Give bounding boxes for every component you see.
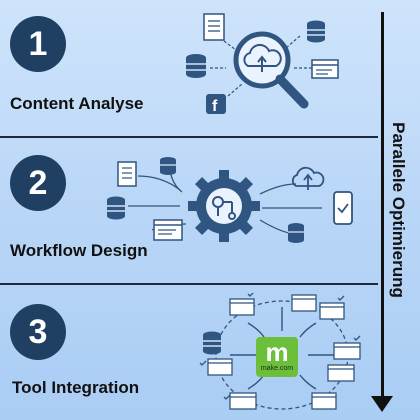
step-number-badge: 1 <box>10 16 66 72</box>
document-icon <box>203 13 225 41</box>
database-icon <box>288 223 304 243</box>
step-title: Content Analyse <box>10 94 144 113</box>
gear-icon <box>188 170 260 242</box>
database-icon <box>107 196 125 220</box>
browser-window-icon <box>311 59 339 79</box>
database-icon <box>186 54 206 78</box>
magnifier-icon <box>233 31 309 109</box>
timeline-arrow-shaft <box>381 12 384 404</box>
document-icon <box>117 161 137 187</box>
workflow-design-illustration <box>107 157 353 243</box>
step-number: 1 <box>28 24 48 63</box>
checklist-icon <box>333 335 361 360</box>
svg-text:f: f <box>212 98 218 115</box>
database-icon <box>307 20 325 43</box>
step-title: Tool Integration <box>12 378 140 397</box>
database-icon <box>203 331 221 355</box>
make-logo: m make.com <box>256 337 298 377</box>
browser-window-icon <box>153 219 183 241</box>
make-logo-letter: m <box>265 337 289 367</box>
connector-lines <box>210 35 312 97</box>
checklist-icon <box>311 392 337 410</box>
step-number-badge: 3 <box>10 304 66 360</box>
facebook-icon: f <box>206 94 226 115</box>
checklist-icon <box>319 295 345 320</box>
make-logo-text: make.com <box>260 365 294 372</box>
flow-arrows <box>128 169 322 235</box>
database-icon <box>160 157 176 175</box>
step-title: Workflow Design <box>10 241 148 260</box>
content-analysis-illustration: f <box>186 13 339 115</box>
side-label: Parallele Optimierung <box>389 122 408 298</box>
cloud-upload-icon <box>243 43 282 72</box>
step-panel-content-analyse: 1 Content Analyse <box>0 0 378 136</box>
step-number: 3 <box>28 312 48 351</box>
step-panel-tool-integration: 3 Tool Integration <box>0 285 378 420</box>
tool-integration-illustration <box>199 293 361 410</box>
section-divider <box>0 136 378 138</box>
cloud-upload-icon <box>291 166 325 190</box>
integration-arrows <box>230 307 334 390</box>
step-number: 2 <box>28 163 48 202</box>
checklist-icon <box>229 293 255 316</box>
checklist-icon <box>291 294 317 312</box>
smartphone-icon <box>333 191 353 225</box>
checklist-icon <box>223 392 257 410</box>
checklist-icon <box>199 358 233 376</box>
step-panel-workflow-design: 2 Workflow Design <box>0 138 378 283</box>
section-divider <box>0 283 378 285</box>
step-number-badge: 2 <box>10 155 66 211</box>
checklist-icon <box>327 364 355 382</box>
timeline-arrow-head <box>371 396 393 412</box>
